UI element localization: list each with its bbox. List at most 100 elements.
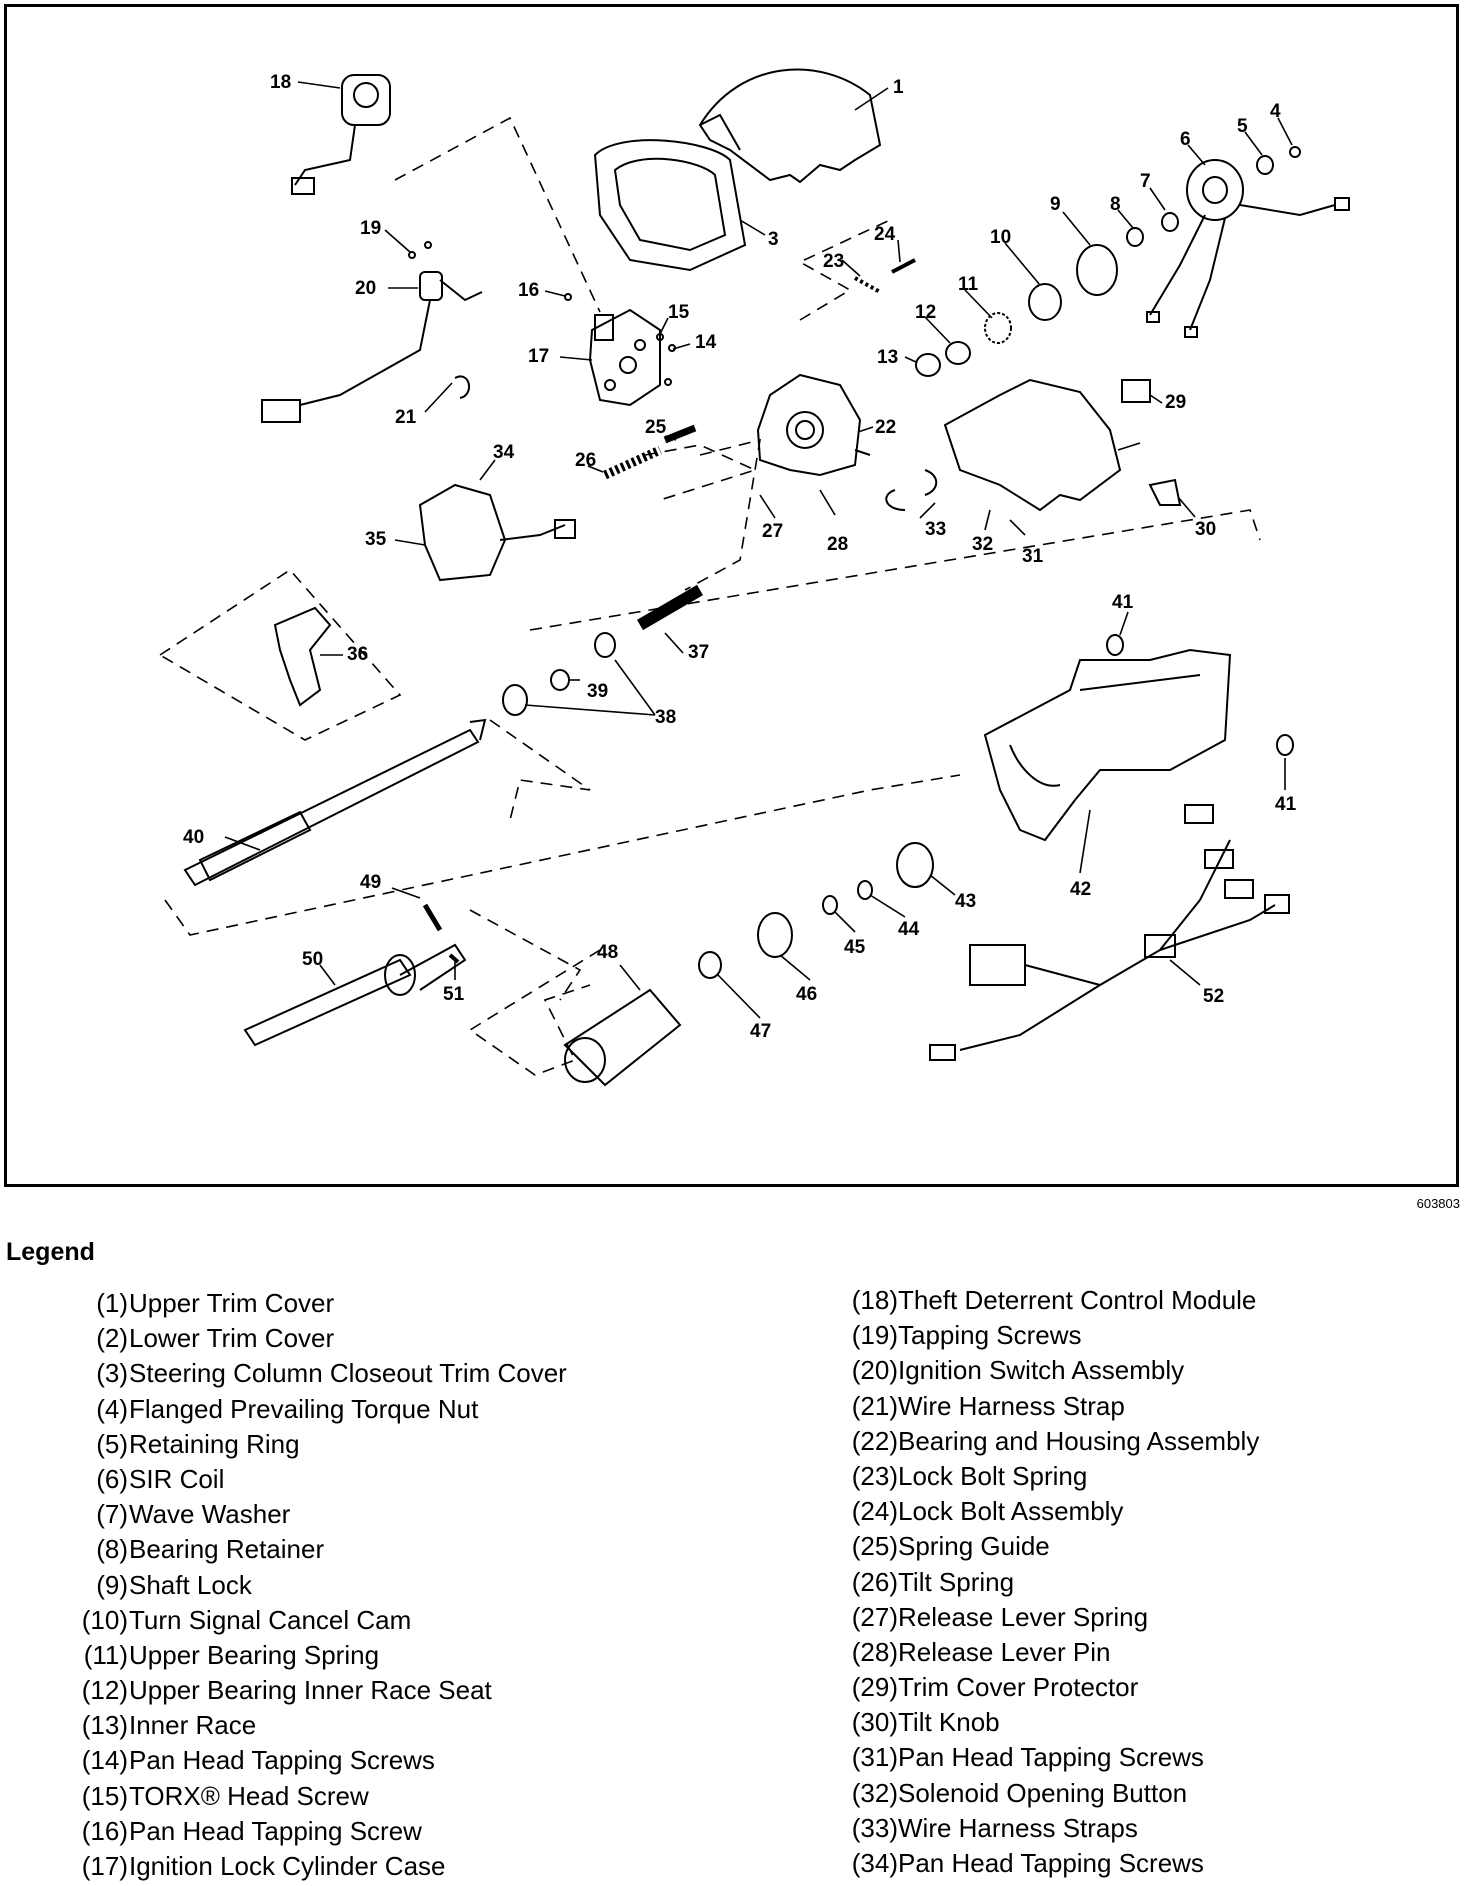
- legend-item-number: (18): [851, 1285, 898, 1315]
- wave-washer: [1161, 212, 1179, 232]
- legend-item-number: (34): [851, 1848, 898, 1878]
- svg-text:25: 25: [645, 417, 667, 438]
- legend-item-label: Release Lever Pin: [898, 1636, 1111, 1667]
- legend-item-number: (7): [96, 1499, 128, 1530]
- svg-text:17: 17: [528, 346, 549, 367]
- legend-item-label: Spring Guide: [898, 1531, 1050, 1562]
- legend-item-number: (2): [96, 1323, 128, 1354]
- legend-item-number: (30): [851, 1707, 898, 1738]
- legend-item-label: Pan Head Tapping Screws: [129, 1745, 435, 1776]
- bushing-41a: [1106, 634, 1124, 656]
- wire-strap: [454, 375, 470, 399]
- svg-text:26: 26: [575, 450, 596, 471]
- legend-item-label: Solenoid Opening Button: [898, 1777, 1188, 1808]
- lock-bolt-spring: [854, 276, 881, 294]
- legend-item-number: (24): [851, 1496, 898, 1527]
- tilt-spring: [603, 445, 662, 480]
- svg-text:49: 49: [360, 872, 381, 893]
- svg-text:30: 30: [1195, 519, 1216, 540]
- legend-item-label: Bearing and Housing Assembly: [898, 1425, 1260, 1456]
- legend-item-number: (3): [96, 1358, 128, 1389]
- legend-item-label: Upper Bearing Inner Race Seat: [129, 1675, 492, 1706]
- part-45: [822, 895, 838, 915]
- legend-item-label: Retaining Ring: [129, 1428, 300, 1459]
- svg-text:39: 39: [587, 681, 608, 702]
- actuator: [273, 606, 332, 707]
- legend-item-label: Flanged Prevailing Torque Nut: [129, 1393, 479, 1424]
- legend-item-label: Release Lever Spring: [898, 1601, 1149, 1632]
- legend-item-label: Pan Head Tapping Screws: [898, 1848, 1204, 1878]
- svg-text:38: 38: [655, 707, 676, 728]
- steering-shaft: [183, 718, 487, 887]
- svg-text:15: 15: [668, 302, 690, 323]
- legend-item-number: (27): [851, 1601, 898, 1632]
- legend-item-number: (4): [96, 1393, 128, 1424]
- svg-text:52: 52: [1203, 986, 1224, 1007]
- bearing-retainer: [1126, 227, 1144, 247]
- legend-item-number: (20): [851, 1355, 898, 1386]
- retaining-ring: [1256, 155, 1274, 175]
- legend-item-label: Trim Cover Protector: [898, 1672, 1139, 1703]
- shaft-lock: [1076, 244, 1118, 296]
- legend-item-number: (15): [81, 1780, 128, 1811]
- svg-text:4: 4: [1270, 101, 1281, 122]
- bearing-38a: [594, 632, 616, 658]
- svg-text:3: 3: [768, 229, 779, 250]
- legend-item-label: SIR Coil: [129, 1463, 225, 1494]
- wiring-harness: [929, 804, 1290, 1061]
- harness-strap-b: [924, 469, 938, 496]
- legend-item-label: Upper Bearing Spring: [129, 1639, 380, 1670]
- legend-item-number: (9): [96, 1569, 128, 1600]
- bushing-41b: [1276, 734, 1294, 756]
- legend-item-number: (13): [81, 1710, 128, 1741]
- inner-race: [915, 353, 941, 377]
- legend-item-number: (11): [83, 1639, 128, 1670]
- legend-item-label: Lock Bolt Assembly: [898, 1496, 1124, 1527]
- legend-item-label: Wire Harness Strap: [898, 1390, 1125, 1421]
- legend-item-number: (10): [81, 1604, 128, 1635]
- legend-item-number: (14): [81, 1745, 128, 1776]
- svg-text:29: 29: [1165, 392, 1186, 413]
- legend-item-label: Wave Washer: [129, 1499, 291, 1530]
- svg-text:34: 34: [493, 442, 515, 463]
- inner-race-seat: [945, 341, 971, 365]
- legend-item-number: (19): [851, 1320, 898, 1351]
- upper-trim-cover: [698, 68, 882, 184]
- svg-text:36: 36: [347, 644, 368, 665]
- svg-text:22: 22: [875, 417, 896, 438]
- screw-16: [564, 293, 572, 301]
- bearing-38b: [502, 684, 528, 716]
- part-51: [448, 953, 460, 964]
- svg-text:50: 50: [302, 949, 323, 970]
- theft-deterrent-module: [291, 74, 391, 195]
- legend-item-label: Upper Trim Cover: [129, 1288, 335, 1318]
- bearing-37: [636, 584, 704, 631]
- bearing-housing-assembly: [756, 373, 871, 477]
- svg-text:37: 37: [688, 642, 709, 663]
- legend-item-number: (6): [96, 1463, 128, 1494]
- legend-item-number: (23): [851, 1460, 898, 1491]
- svg-text:14: 14: [695, 332, 717, 353]
- legend-item-number: (32): [851, 1777, 898, 1808]
- svg-text:6: 6: [1180, 129, 1191, 150]
- lock-cylinder: [243, 943, 467, 1047]
- legend-item-label: Shaft Lock: [129, 1569, 252, 1600]
- svg-text:32: 32: [972, 534, 993, 555]
- svg-text:23: 23: [823, 251, 844, 272]
- legend-item-label: Pan Head Tapping Screw: [129, 1815, 422, 1846]
- svg-text:43: 43: [955, 891, 976, 912]
- svg-text:24: 24: [874, 224, 896, 245]
- legend-item-number: (5): [96, 1428, 128, 1459]
- sir-coil: [1146, 159, 1350, 338]
- column-housing: [983, 648, 1232, 842]
- legend-item-label: Steering Column Closeout Trim Cover: [129, 1358, 567, 1389]
- legend-item-label: Inner Race: [129, 1710, 257, 1741]
- svg-text:27: 27: [762, 521, 783, 542]
- part-46: [757, 912, 793, 958]
- legend-item-number: (21): [851, 1390, 898, 1421]
- svg-text:1: 1: [893, 77, 904, 98]
- legend-item-label: Tapping Screws: [898, 1320, 1082, 1351]
- svg-text:40: 40: [183, 827, 204, 848]
- legend-item-number: (8): [96, 1534, 128, 1565]
